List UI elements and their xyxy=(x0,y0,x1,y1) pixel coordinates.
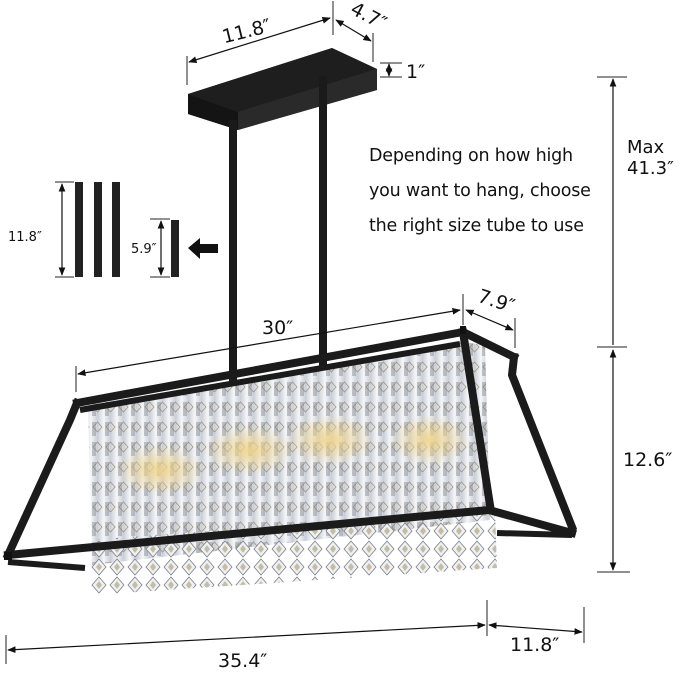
canopy-height-label: 1″ xyxy=(406,61,425,83)
canopy-width-dimension: 4.7″ xyxy=(335,0,390,62)
top-length-label: 30″ xyxy=(262,317,293,339)
bottom-depth-label: 11.8″ xyxy=(510,634,559,656)
long-tube-label: 11.8″ xyxy=(8,230,42,245)
canopy-length-label: 11.8″ xyxy=(220,15,273,48)
tube-long-2 xyxy=(94,182,102,277)
note-line-2: you want to hang, choose xyxy=(369,181,591,201)
bottom-length-dimension: 35.4″ xyxy=(5,600,488,672)
suspension-rod-left xyxy=(229,120,237,385)
max-height-label: Max 41.3″ xyxy=(627,137,674,179)
tube-short xyxy=(171,220,179,277)
frame xyxy=(2,326,578,571)
short-tube-label: 5.9″ xyxy=(131,242,157,257)
top-length-dimension: 30″ xyxy=(75,294,464,392)
top-depth-label: 7.9″ xyxy=(475,285,517,317)
canopy xyxy=(188,48,377,130)
body-height-label: 12.6″ xyxy=(623,449,672,471)
canopy-width-label: 4.7″ xyxy=(347,0,390,35)
suspension-rod-right xyxy=(319,76,327,376)
extension-tubes: 11.8″ 5.9″ xyxy=(8,181,218,278)
tube-long-1 xyxy=(75,182,83,277)
note-line-1: Depending on how high xyxy=(369,146,573,166)
note-line-3: the right size tube to use xyxy=(369,216,584,236)
bottom-depth-dimension: 11.8″ xyxy=(488,607,585,656)
crystal-curtain xyxy=(88,342,497,595)
tube-long-3 xyxy=(112,182,120,277)
body-height-dimension: 12.6″ xyxy=(597,349,672,573)
max-height-line-2: 41.3″ xyxy=(627,158,674,179)
max-height-dimension xyxy=(597,76,627,348)
left-arrow-icon xyxy=(188,238,218,259)
canopy-height-dimension: 1″ xyxy=(380,61,425,83)
hanging-note: Depending on how high you want to hang, … xyxy=(369,139,619,244)
bottom-length-label: 35.4″ xyxy=(218,650,267,671)
max-height-line-1: Max xyxy=(627,137,665,158)
